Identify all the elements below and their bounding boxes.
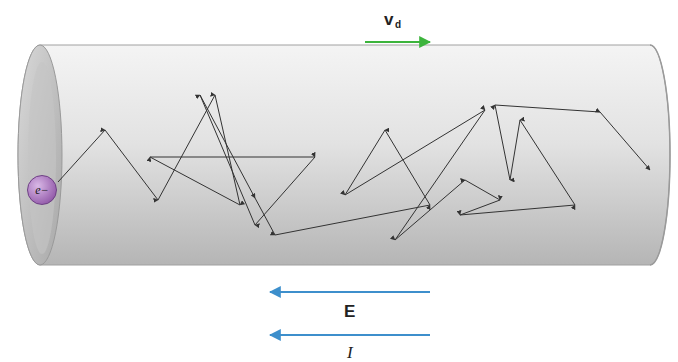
wire bbox=[18, 45, 670, 265]
electron: e− bbox=[27, 175, 57, 205]
electron-path bbox=[58, 95, 650, 240]
current-arrow bbox=[270, 334, 430, 336]
subscript: d bbox=[395, 19, 401, 30]
electron-symbol: e− bbox=[35, 183, 48, 198]
current-symbol: I bbox=[347, 343, 353, 362]
drift-velocity-arrow bbox=[365, 41, 430, 43]
drift-velocity-symbol: v bbox=[384, 10, 393, 30]
field-arrow bbox=[270, 291, 430, 293]
field-symbol: E bbox=[344, 302, 355, 322]
